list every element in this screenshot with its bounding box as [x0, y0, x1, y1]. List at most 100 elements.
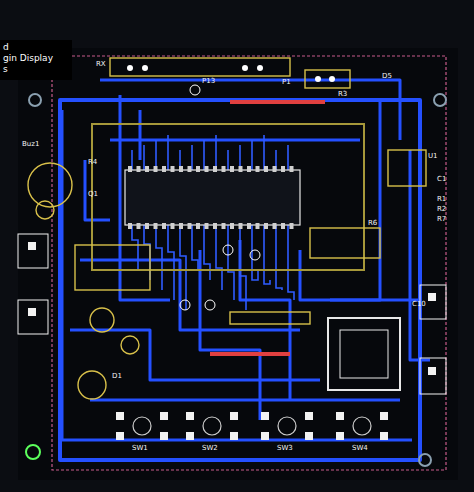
part-label: SW3 — [277, 444, 293, 452]
bus-trace — [144, 225, 150, 280]
bus-trace — [252, 225, 258, 280]
silkscreen — [28, 58, 426, 399]
header-outline — [230, 312, 310, 324]
terminal-block — [18, 234, 48, 268]
bus-trace — [155, 140, 157, 170]
mounting-hole — [434, 94, 446, 106]
button-pad — [116, 432, 124, 440]
chip-pin — [137, 166, 141, 172]
button-pad — [380, 412, 388, 420]
trace — [240, 240, 290, 400]
chip-pin — [273, 166, 277, 172]
button-cap — [278, 417, 296, 435]
board-ground — [18, 48, 458, 480]
button-pad — [186, 432, 194, 440]
pad — [142, 65, 148, 71]
bus-trace — [167, 135, 169, 170]
bus-trace — [180, 225, 186, 310]
bus-trace — [228, 225, 234, 300]
bus-trace — [227, 150, 229, 170]
pad — [257, 65, 263, 71]
trace — [62, 110, 412, 440]
mcu-chip — [125, 170, 300, 225]
pad — [250, 250, 260, 260]
part-label: R2 — [437, 205, 446, 213]
module-socket-inner — [340, 330, 388, 378]
chip-pin — [196, 166, 200, 172]
pad — [28, 242, 36, 250]
pad — [190, 85, 200, 95]
button-cap — [203, 417, 221, 435]
chip-pin — [213, 223, 217, 229]
chip-pin — [273, 223, 277, 229]
jumper — [210, 352, 290, 356]
header-outline — [110, 58, 290, 76]
bus-trace — [143, 145, 145, 170]
chip-pin — [222, 223, 226, 229]
pad — [180, 300, 190, 310]
trace — [139, 110, 142, 160]
button-pad — [261, 412, 269, 420]
trace — [100, 80, 400, 140]
bus-trace — [203, 140, 205, 170]
bus-trace — [168, 225, 174, 300]
bus-trace — [192, 225, 198, 270]
mounting-hole — [29, 94, 41, 106]
part-label: SW2 — [202, 444, 218, 452]
chip-pin — [239, 223, 243, 229]
chip-pin — [239, 166, 243, 172]
buzzer-outline — [28, 163, 72, 207]
chip-pin — [290, 223, 294, 229]
part-label: R4 — [88, 158, 97, 166]
mounting-hole — [26, 445, 40, 459]
part-label: Q1 — [88, 190, 98, 198]
part-label: C1 — [437, 175, 446, 183]
part-label: P1 — [282, 78, 291, 86]
part-label: C10 — [412, 300, 426, 308]
module-outline — [75, 245, 150, 290]
chip-pin — [256, 223, 260, 229]
bus-trace — [288, 225, 294, 300]
chip-pin — [247, 166, 251, 172]
chip-pin — [188, 223, 192, 229]
part-label: R7 — [437, 215, 446, 223]
ic-outline — [310, 228, 380, 258]
terminal-block — [420, 358, 446, 394]
terminal-block — [18, 300, 48, 334]
overlay-text: gin Display — [3, 53, 53, 64]
trace — [410, 150, 430, 360]
button-pad — [336, 432, 344, 440]
chip-pins — [128, 166, 294, 229]
chip-pin — [281, 223, 285, 229]
button-pad — [380, 432, 388, 440]
part-label: SW1 — [132, 444, 148, 452]
pad — [428, 367, 436, 375]
chip-pin — [230, 166, 234, 172]
bus-trace — [240, 225, 246, 310]
button-pad — [261, 432, 269, 440]
trace-group — [60, 80, 430, 460]
chip-pin — [205, 166, 209, 172]
chip-pin — [154, 223, 158, 229]
part-label: R6 — [368, 219, 377, 227]
chip-pin — [264, 166, 268, 172]
button-pad — [186, 412, 194, 420]
chip-pin — [145, 166, 149, 172]
chip-pin — [162, 223, 166, 229]
lcd-outline — [92, 124, 364, 270]
chip-pin — [145, 223, 149, 229]
pad — [28, 308, 36, 316]
button-pad — [230, 412, 238, 420]
chip-pin — [222, 166, 226, 172]
chip-pin — [137, 223, 141, 229]
trace — [70, 330, 320, 380]
bus-trace — [251, 140, 253, 170]
button-pad — [230, 432, 238, 440]
pad — [242, 65, 248, 71]
chip-pin — [196, 223, 200, 229]
chip-pin — [264, 223, 268, 229]
capacitor-outline — [90, 308, 114, 332]
